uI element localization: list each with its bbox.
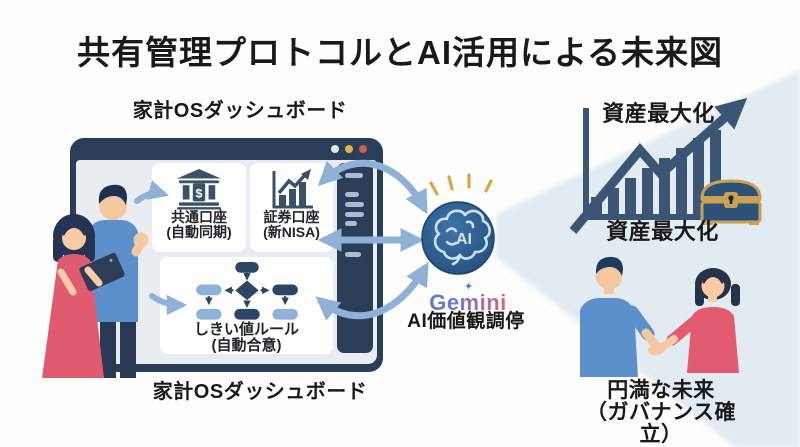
dollar-symbol: $ [196, 187, 203, 201]
sidebar-menu-line [345, 212, 364, 217]
card-threshold-rules: しきい値ルール (自動合意) [160, 257, 333, 354]
joint-account-sublabel: (自動同期) [166, 224, 232, 241]
threshold-rules-sublabel: (自動合意) [211, 336, 282, 354]
ai-caption: AI価値観調停 [407, 311, 525, 332]
window-dot-red-icon [359, 145, 367, 153]
card-securities-account: 証券口座 (新NISA) [250, 163, 333, 252]
handshake-hands [648, 342, 666, 356]
joint-account-label: 共通口座 [171, 209, 227, 225]
dashboard-label-bottom: 家計OSダッシュボード [152, 381, 368, 403]
dashboard-content: $ 共通口座 (自動同期) 証券口座 (新NISA) [76, 160, 377, 364]
harmonious-future-label: 円満な未来 [607, 379, 715, 402]
flowchart-icon [195, 261, 298, 320]
dashboard-label-top: 家計OSダッシュボード [132, 100, 348, 122]
ai-circle [421, 201, 495, 275]
gemini-wordmark: Gemini [418, 290, 518, 316]
securities-account-sublabel: (新NISA) [263, 224, 320, 241]
sidebar-menu-line [345, 192, 359, 197]
sidebar-menu-line [345, 173, 363, 178]
stock-chart-icon [272, 169, 313, 209]
window-dot-light-icon [331, 145, 339, 153]
window-titlebar [70, 138, 383, 160]
page-title: 共有管理プロトコルとAI活用による未来図 [76, 34, 723, 71]
sidebar-menu-line [345, 252, 361, 257]
sidebar-menu-line [345, 221, 357, 226]
asset-maximization-label-top: 資産最大化 [602, 101, 715, 126]
securities-account-label: 証券口座 [263, 209, 320, 225]
handshake-illustration [580, 256, 740, 377]
handshake-woman [656, 268, 740, 373]
threshold-rules-label: しきい値ルール [193, 320, 299, 338]
bank-icon: $ [177, 168, 221, 210]
handshake-man [580, 256, 663, 377]
ai-badge: AI [456, 231, 472, 248]
gemini-sparkle-icon: ✦ [464, 281, 474, 293]
rays-icon [429, 173, 493, 196]
asset-maximization-label-bottom: 資産最大化 [606, 219, 719, 244]
dashboard-sidebar [337, 163, 373, 353]
window-dot-yellow-icon [345, 145, 353, 153]
governance-label: （ガバナンス確立） [585, 401, 737, 447]
dashboard-window: $ 共通口座 (自動同期) 証券口座 (新NISA) [70, 138, 383, 372]
card-joint-account: $ 共通口座 (自動同期) [152, 163, 246, 252]
brain-icon: AI [433, 209, 491, 266]
sidebar-menu-line [345, 202, 364, 207]
